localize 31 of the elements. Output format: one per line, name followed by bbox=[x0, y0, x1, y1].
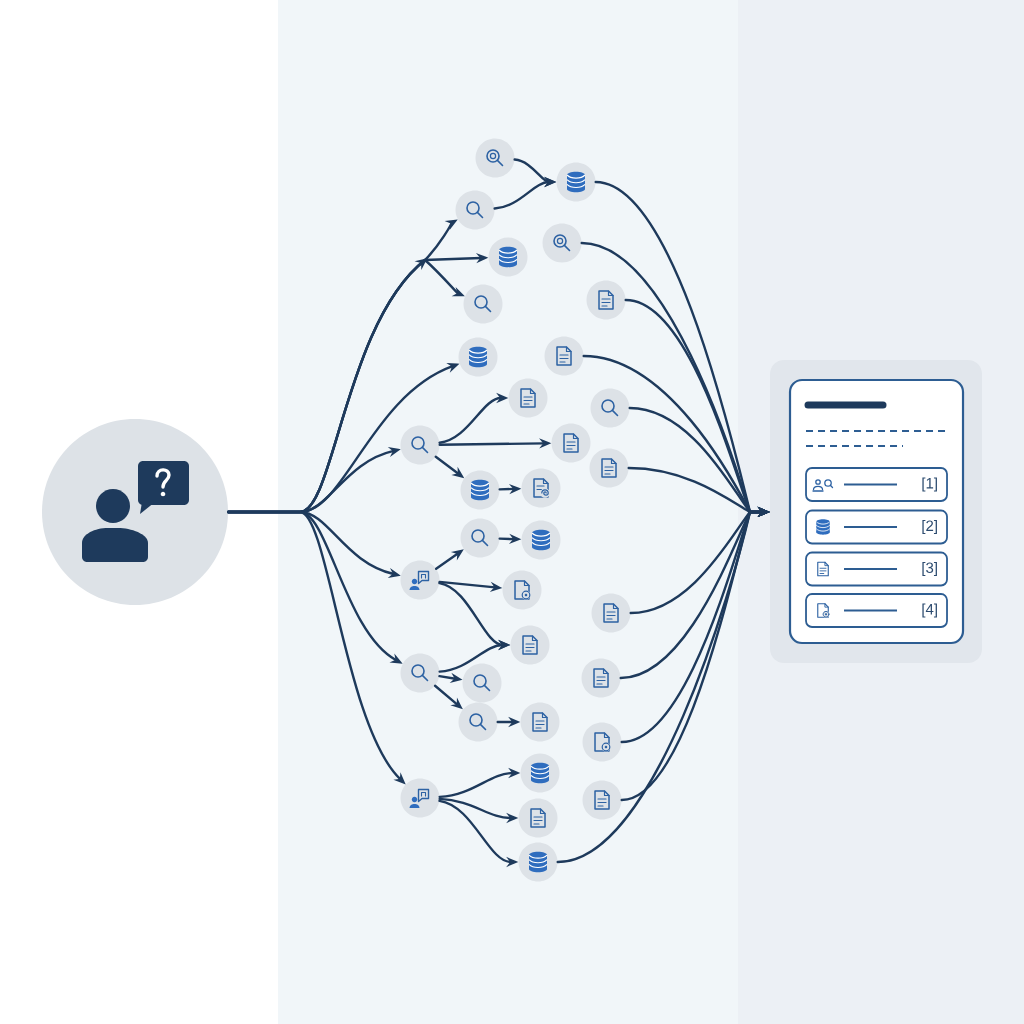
icon-circle bbox=[590, 388, 630, 428]
icon-circle bbox=[400, 778, 440, 818]
icon-circle bbox=[582, 722, 622, 762]
icon-circle bbox=[542, 223, 582, 263]
icon-circle bbox=[510, 625, 550, 665]
icon-circle bbox=[458, 702, 498, 742]
icon-circle bbox=[589, 448, 629, 488]
icon-circle bbox=[581, 658, 621, 698]
citation-row: [1] bbox=[805, 467, 948, 502]
arrowhead bbox=[414, 258, 428, 270]
icon-circle bbox=[400, 560, 440, 600]
icon-circle bbox=[521, 468, 561, 508]
icon-circle bbox=[400, 653, 440, 693]
icon-circle bbox=[462, 663, 502, 703]
citation-row: [3] bbox=[805, 551, 948, 587]
icon-circle bbox=[463, 284, 503, 324]
icon-circle bbox=[508, 378, 548, 418]
icon-circle bbox=[460, 518, 500, 558]
icon-circle bbox=[455, 190, 495, 230]
icon-circle bbox=[544, 336, 584, 376]
icon-circle bbox=[475, 138, 515, 178]
icon-circle bbox=[518, 798, 558, 838]
icon-circle bbox=[591, 593, 631, 633]
icon-circle bbox=[586, 280, 626, 320]
icon-circle bbox=[551, 423, 591, 463]
icon-circle bbox=[502, 570, 542, 610]
citation-row: [4] bbox=[805, 593, 948, 628]
icon-circle bbox=[582, 780, 622, 820]
citation-row: [2] bbox=[805, 509, 948, 545]
icon-circle bbox=[400, 425, 440, 465]
icon-circle bbox=[520, 702, 560, 742]
